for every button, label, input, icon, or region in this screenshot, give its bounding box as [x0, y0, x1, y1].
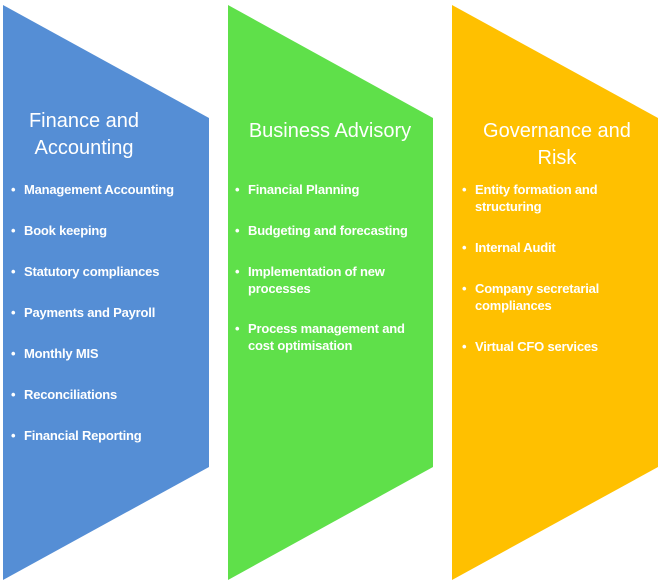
list-item: Internal Audit	[462, 239, 642, 256]
list-item: Book keeping	[11, 222, 206, 239]
list-item: Process management and cost optimisation	[235, 320, 427, 354]
list-item: Company secretarial compliances	[462, 280, 642, 314]
list-item: Reconciliations	[11, 386, 206, 403]
column-title: Business Advisory	[248, 120, 412, 142]
list-item: Statutory compliances	[11, 263, 206, 280]
advisory-list: Financial Planning Budgeting and forecas…	[235, 181, 427, 378]
finance-list: Management Accounting Book keeping Statu…	[11, 181, 206, 468]
column-title: Finance and Accounting	[28, 110, 140, 159]
list-item: Payments and Payroll	[11, 304, 206, 321]
list-item: Management Accounting	[11, 181, 206, 198]
list-item: Monthly MIS	[11, 345, 206, 362]
column-title: Governance and Risk	[483, 120, 631, 169]
list-item: Budgeting and forecasting	[235, 222, 427, 239]
list-item: Financial Reporting	[11, 427, 206, 444]
governance-list: Entity formation and structuring Interna…	[462, 181, 642, 379]
list-item: Entity formation and structuring	[462, 181, 642, 215]
list-item: Financial Planning	[235, 181, 427, 198]
list-item: Virtual CFO services	[462, 338, 642, 355]
list-item: Implementation of new processes	[235, 263, 427, 297]
